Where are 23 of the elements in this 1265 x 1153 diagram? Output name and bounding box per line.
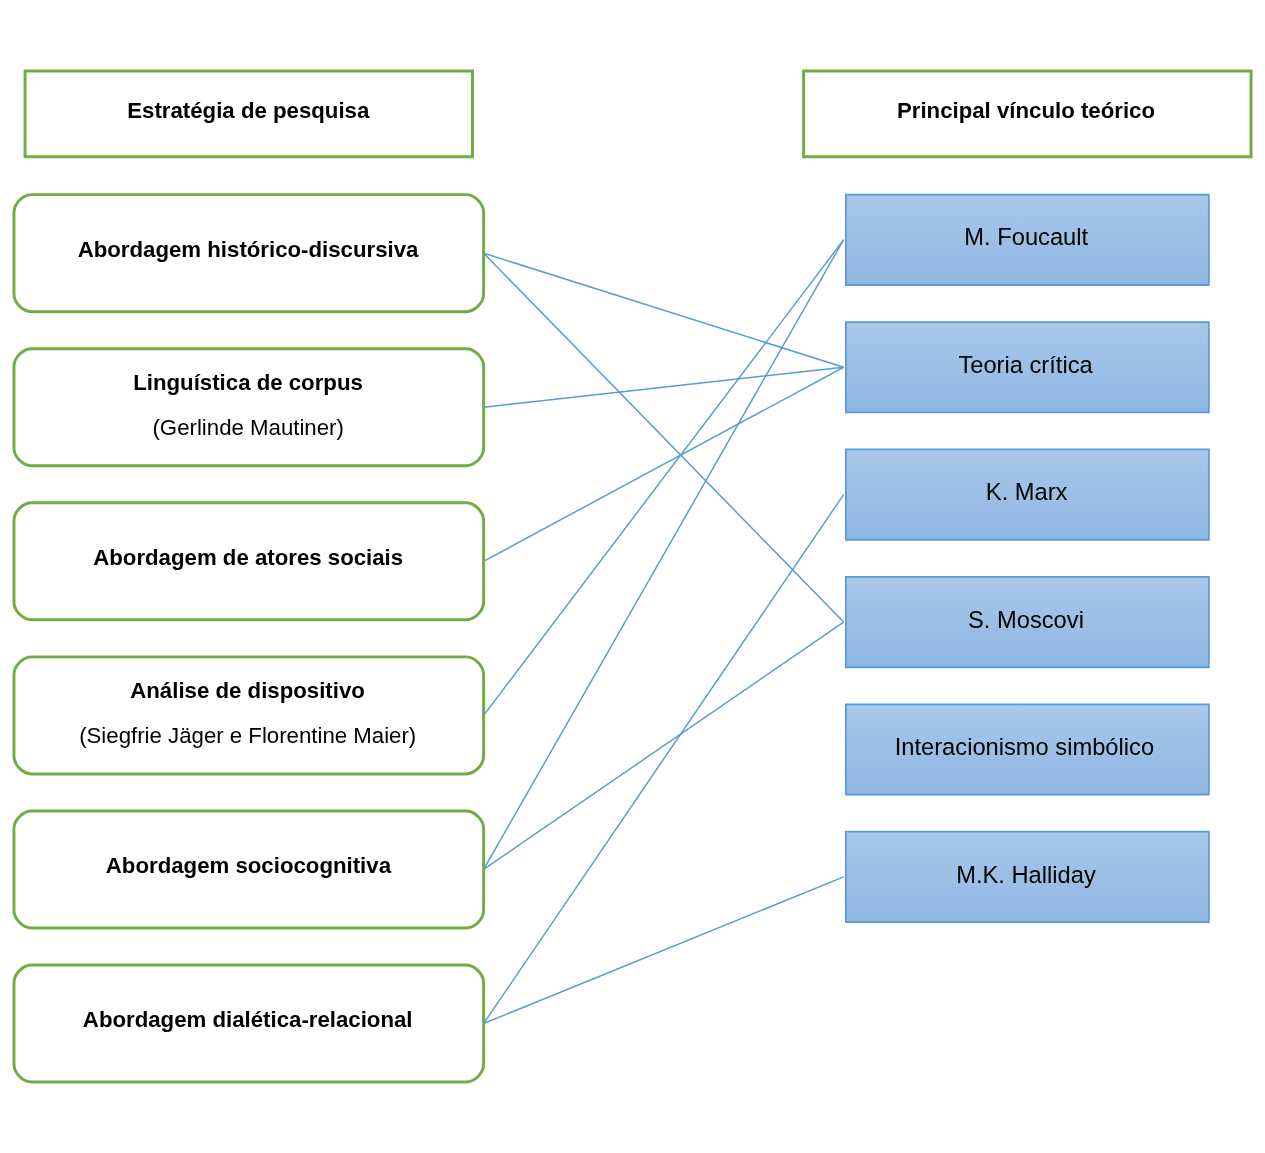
node-box: Abordagem histórico-discursiva — [12, 193, 486, 314]
connector — [482, 239, 845, 717]
connector — [482, 621, 845, 871]
connector — [482, 239, 845, 871]
node-box: Interacionismo simbólico — [844, 703, 1210, 796]
node-box: Abordagem sociocognitiva — [12, 809, 486, 930]
node-box: Abordagem dialética-relacional — [12, 963, 486, 1084]
node-box: Estratégia de pesquisa — [23, 69, 474, 159]
connector — [482, 366, 845, 563]
connector — [482, 252, 845, 368]
connector — [482, 493, 845, 1025]
node-box: M.K. Halliday — [844, 830, 1210, 923]
connector — [482, 876, 845, 1025]
node-box: Teoria crítica — [844, 321, 1210, 414]
node-box: K. Marx — [844, 448, 1210, 541]
connector — [482, 366, 845, 408]
node-box: Abordagem de atores sociais — [12, 501, 486, 622]
connector — [482, 252, 845, 623]
node-box: S. Moscovi — [844, 576, 1210, 669]
node-box: Linguística de corpus (Gerlinde Mautiner) — [12, 347, 486, 468]
node-box: Análise de dispositivo (Siegfrie Jäger e Florentine Maier) — [12, 655, 486, 776]
node-box: Principal vínculo teórico — [802, 69, 1253, 159]
node-box: M. Foucault — [844, 193, 1210, 286]
